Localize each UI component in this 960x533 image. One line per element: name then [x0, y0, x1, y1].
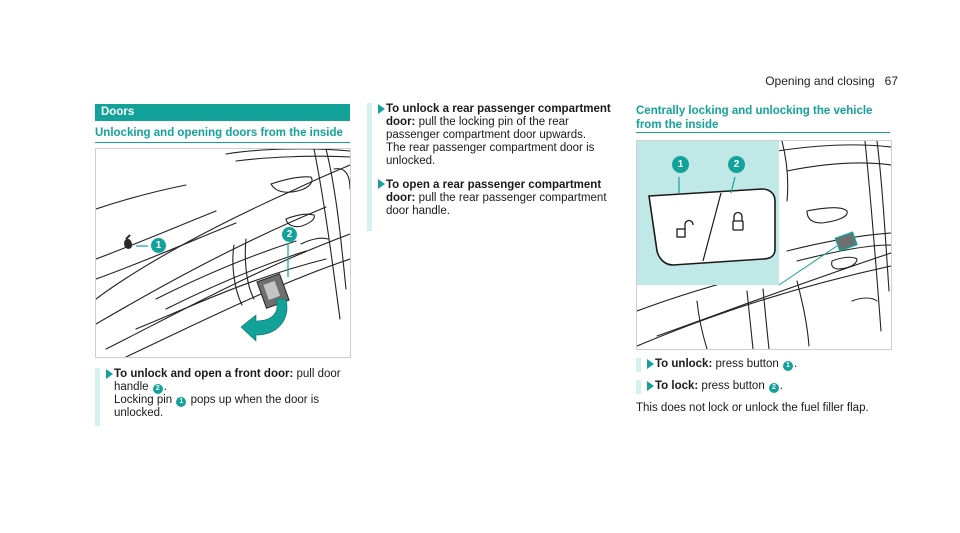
central-lock-figure: 1 2: [636, 140, 892, 350]
step-title: To lock:: [655, 380, 699, 392]
subheading-line: from the inside: [636, 119, 719, 131]
col1-rule: [95, 142, 350, 143]
step-arrow-icon: [647, 381, 654, 391]
page-number: 67: [884, 74, 898, 88]
col3-subheading: Centrally locking and unlocking the vehi…: [636, 104, 896, 132]
step-title: To unlock:: [655, 358, 713, 370]
step-text: pull door handle: [114, 368, 341, 393]
col2-steps: To unlock a rear passenger compartment d…: [367, 103, 622, 231]
ref-badge-1: 1: [782, 361, 793, 371]
step-text: Locking pin: [114, 394, 176, 406]
inset-callout-2: 2: [728, 156, 745, 173]
step-arrow-icon: [647, 359, 654, 369]
subheading-line: Centrally locking and unlocking the vehi…: [636, 105, 873, 117]
step-text: .: [793, 358, 798, 370]
col1-subheading: Unlocking and opening doors from the ins…: [95, 127, 343, 139]
step-title: To unlock a rear passenger compartment d…: [386, 103, 611, 128]
step-title: To open a rear passenger compartment doo…: [386, 179, 602, 204]
step-lock: To lock: press button 2.: [636, 380, 890, 394]
running-head: Opening and closing 67: [765, 74, 898, 88]
step-arrow-icon: [106, 369, 113, 379]
ref-badge-2: 2: [768, 383, 779, 393]
step-text: .: [163, 381, 167, 393]
section-title: Doors: [95, 104, 350, 121]
step-text: pull the rear passenger compartment door…: [386, 192, 607, 217]
step-text: press button: [698, 380, 768, 392]
running-head-title: Opening and closing: [765, 74, 875, 88]
step-unlock-front-door: To unlock and open a front door: pull do…: [95, 368, 350, 426]
ref-badge-2: 2: [152, 384, 163, 394]
step-rear-unlock: To unlock a rear passenger compartment d…: [386, 103, 611, 168]
inset-callout-1: 1: [672, 156, 689, 173]
figure-callout-2: 2: [282, 227, 297, 242]
step-text: The rear passenger compartment door is u…: [386, 142, 595, 167]
step-text: .: [779, 380, 784, 392]
ref-badge-1: 1: [176, 397, 187, 407]
step-arrow-icon: [378, 104, 385, 114]
step-text: press button: [712, 358, 782, 370]
step-text: pops up when the door is unlocked.: [114, 394, 320, 419]
step-arrow-icon: [378, 179, 385, 189]
figure-callout-1: 1: [151, 238, 166, 253]
step-text: pull the locking pin of the rear passeng…: [386, 116, 587, 141]
fuel-flap-note: This does not lock or unlock the fuel fi…: [636, 402, 869, 414]
col3-rule: [636, 132, 890, 133]
front-door-illustration: [96, 149, 350, 357]
step-title: To unlock and open a front door:: [114, 368, 294, 380]
step-rear-open: To open a rear passenger compartment doo…: [386, 179, 611, 218]
front-door-figure: 1 2: [95, 148, 351, 358]
step-unlock: To unlock: press button 1.: [636, 358, 890, 372]
central-lock-illustration: [637, 141, 891, 349]
